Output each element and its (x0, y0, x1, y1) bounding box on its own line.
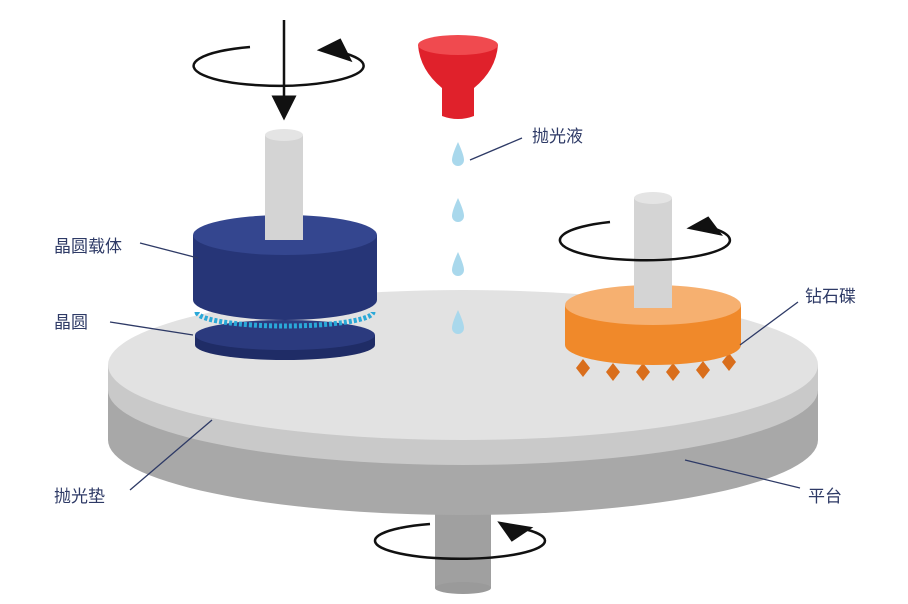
disk-rotation-arrow-icon (558, 216, 732, 262)
label-slurry: 抛光液 (532, 127, 583, 147)
carrier-shaft (265, 129, 303, 240)
wafer (194, 311, 376, 329)
leader-lines (109, 137, 801, 491)
slurry-nozzle (418, 35, 498, 119)
platen-rotation-arrow-icon (373, 521, 547, 560)
slurry-drops (452, 142, 464, 334)
carrier-rotation-arrow-icon (192, 38, 365, 88)
label-polishing-pad: 抛光垫 (54, 487, 105, 507)
label-wafer-carrier: 晶圆载体 (54, 237, 122, 257)
label-platen: 平台 (808, 487, 842, 507)
disk-shaft (634, 192, 672, 308)
label-diamond-disk: 钻石碟 (805, 287, 856, 307)
label-wafer: 晶圆 (54, 313, 88, 333)
